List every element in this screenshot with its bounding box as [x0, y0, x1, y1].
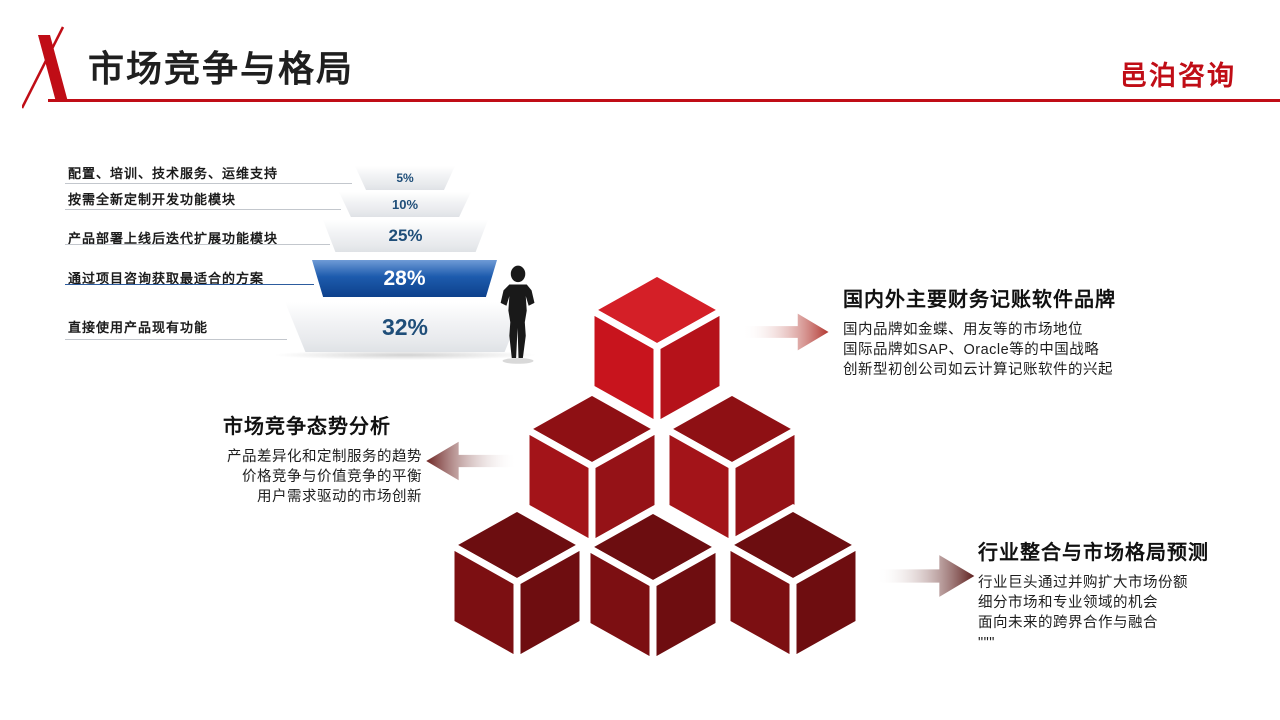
person-silhouette-icon [500, 265, 535, 364]
funnel-layer-highlighted: 28% [312, 260, 497, 297]
cube [443, 503, 591, 664]
callout-title: 国内外主要财务记账软件品牌 [843, 289, 1116, 311]
funnel-value: 5% [396, 171, 414, 185]
page-title: 市场竞争与格局 [88, 48, 355, 89]
funnel-value: 25% [388, 226, 423, 245]
cube [583, 268, 731, 431]
cube [658, 387, 806, 550]
callout-brands: 国内外主要财务记账软件品牌 国内品牌如金蝶、用友等的市场地位 国际品牌如SAP、… [843, 283, 1263, 380]
funnel-value: 28% [383, 266, 426, 290]
callout-line: 创新型初创公司如云计算记账软件的兴起 [843, 362, 1113, 378]
callout-line: 行业巨头通过并购扩大市场份额 [978, 575, 1188, 591]
funnel-layer: 25% [323, 220, 488, 252]
cube [579, 505, 727, 664]
arrow-right-icon [742, 313, 829, 351]
funnel-leader-line [65, 183, 352, 184]
header-divider [48, 99, 1280, 102]
funnel-layer: 10% [339, 192, 471, 217]
funnel-layer: 32% [285, 302, 525, 352]
funnel-label: 配置、培训、技术服务、运维支持 [68, 166, 279, 181]
callout-line: 价格竞争与价值竞争的平衡 [242, 469, 422, 485]
cube-pyramid-graphic [443, 268, 867, 664]
funnel-leader-line [65, 209, 341, 210]
callout-title: 市场竞争态势分析 [223, 416, 391, 438]
callout-line: 用户需求驱动的市场创新 [257, 489, 422, 505]
funnel-label: 直接使用产品现有功能 [68, 320, 209, 335]
callout-line: 国际品牌如SAP、Oracle等的中国战略 [843, 342, 1100, 358]
funnel-leader-line [65, 339, 287, 340]
funnel-leader-line [65, 284, 314, 285]
funnel-label: 产品部署上线后迭代扩展功能模块 [68, 231, 279, 246]
funnel-value: 10% [391, 197, 419, 212]
callout-line: 面向未来的跨界合作与融合 [978, 615, 1158, 631]
funnel-layer: 5% [355, 166, 455, 190]
callout-line: 细分市场和专业领域的机会 [978, 595, 1158, 611]
callout-analysis: 市场竞争态势分析 产品差异化和定制服务的趋势 价格竞争与价值竞争的平衡 用户需求… [192, 410, 422, 507]
arrow-right-icon [876, 555, 975, 597]
callout-line: 产品差异化和定制服务的趋势 [227, 449, 422, 465]
funnel-leader-line [65, 244, 330, 245]
cube [719, 503, 867, 664]
funnel-label: 通过项目咨询获取最适合的方案 [68, 271, 265, 286]
callout-line: """ [978, 635, 995, 651]
brand-name: 邑泊咨询 [1120, 61, 1236, 91]
callout-line: 国内品牌如金蝶、用友等的市场地位 [843, 322, 1083, 338]
brand-logo-x-icon [22, 26, 68, 109]
callout-forecast: 行业整合与市场格局预测 行业巨头通过并购扩大市场份额 细分市场和专业领域的机会 … [978, 536, 1278, 653]
funnel-shadow [272, 350, 538, 360]
callout-title: 行业整合与市场格局预测 [978, 542, 1209, 564]
funnel-value: 32% [381, 313, 429, 340]
arrow-left-icon [426, 441, 518, 481]
funnel-label: 按需全新定制开发功能模块 [68, 192, 237, 207]
